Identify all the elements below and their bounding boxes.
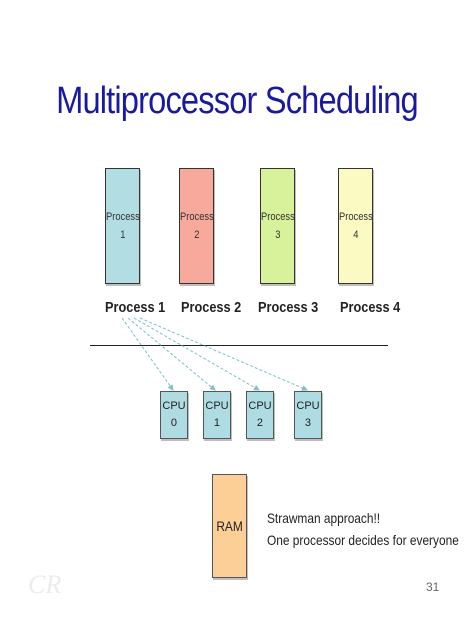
slide-number: 31: [426, 580, 440, 594]
cpu-3-box: CPU 3: [294, 391, 322, 439]
process-1-label: Process 1: [105, 299, 166, 316]
strawman-note: Strawman approach!! One processor decide…: [267, 507, 459, 551]
cpu-2-box: CPU 2: [246, 391, 274, 439]
process-4-box: Process 4: [338, 168, 373, 284]
cpu-1-box: CPU 1: [203, 391, 231, 439]
process-2-box: Process 2: [179, 168, 214, 284]
note-line-2: One processor decides for everyone: [267, 532, 459, 548]
process-4-label: Process 4: [340, 299, 401, 316]
arrow-to-cpu-3: [139, 317, 308, 391]
arrow-to-cpu-1: [127, 317, 216, 391]
process-3-box: Process 3: [260, 168, 295, 284]
process-2-label: Process 2: [181, 299, 242, 316]
process-1-box: Process 1: [105, 168, 140, 284]
slide-title: Multiprocessor Scheduling: [56, 80, 419, 122]
ram-box: RAM: [212, 474, 247, 578]
note-line-1: Strawman approach!!: [267, 510, 381, 526]
ram-label: RAM: [216, 518, 243, 534]
process-3-label: Process 3: [258, 299, 319, 316]
arrow-to-cpu-2: [133, 317, 260, 391]
cpu-0-box: CPU 0: [160, 391, 188, 439]
logo-watermark: CR: [28, 570, 62, 599]
divider-line: [90, 345, 388, 346]
